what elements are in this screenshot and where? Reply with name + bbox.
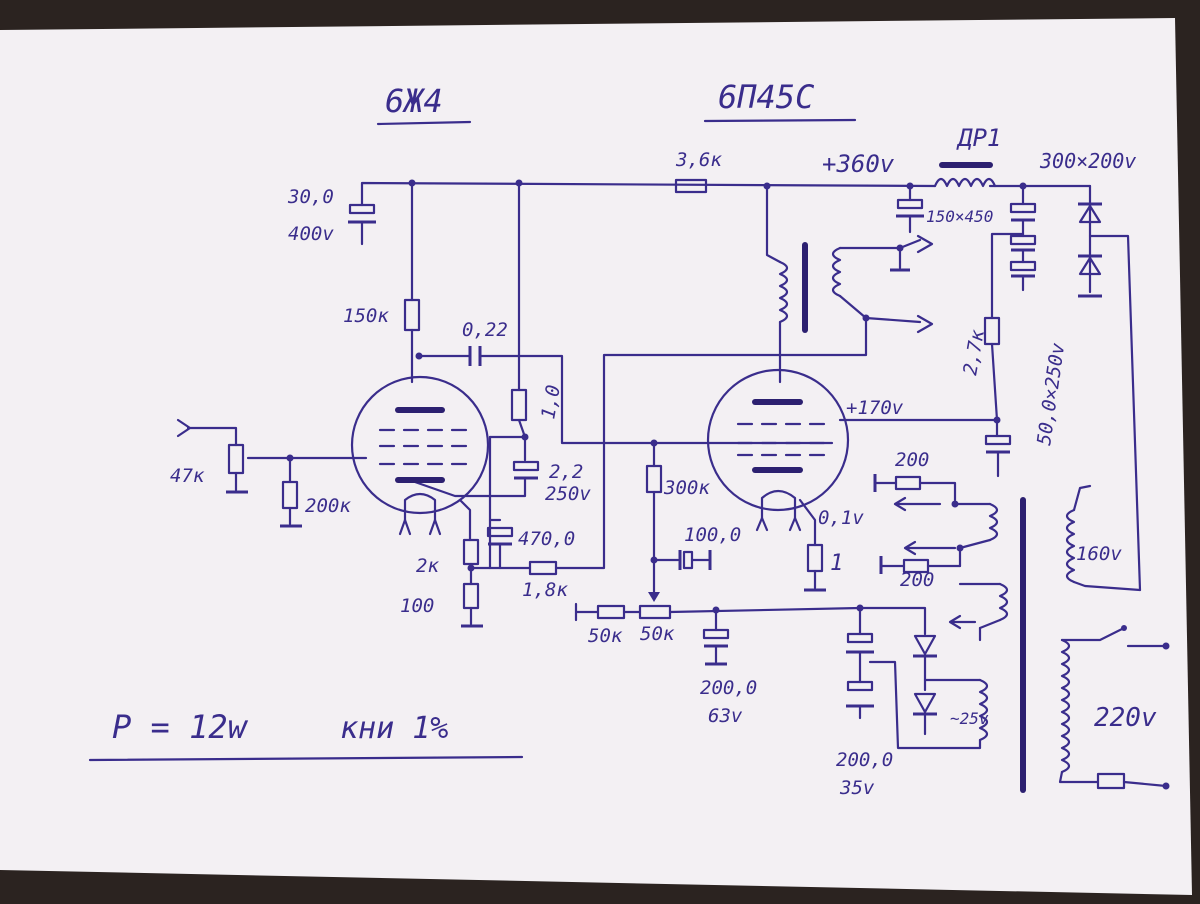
- input-jack: [176, 418, 238, 447]
- supply-caps-right: [990, 184, 1037, 320]
- label-cap-2-2-v: 250v: [545, 483, 591, 505]
- rectifier-diodes: [1078, 184, 1142, 592]
- label-cap-0-22: 0,22: [462, 319, 508, 341]
- label-dr1: ДР1: [956, 124, 1001, 152]
- label-r-1: 1: [830, 551, 843, 576]
- tube1-underline: [376, 120, 472, 126]
- choke-dr1: [933, 162, 997, 188]
- label-cap-470: 470,0: [518, 528, 575, 550]
- output-transformer: [765, 184, 934, 384]
- filament-network: [873, 474, 1009, 642]
- bias-supply: [846, 604, 989, 750]
- label-cap-150x450: 150×450: [926, 207, 993, 226]
- label-r-150k: 150к: [343, 305, 389, 327]
- capacitor-30uf: [348, 203, 376, 246]
- label-mains: 220v: [1094, 703, 1157, 733]
- label-r-200k: 200к: [305, 495, 351, 517]
- label-power: P = 12w: [112, 708, 249, 746]
- tube-6zh4: [350, 375, 490, 536]
- label-r-200-b: 200: [900, 569, 934, 591]
- label-r-1-8k: 1,8к: [522, 579, 568, 601]
- label-cap-200-b-v: 35v: [839, 777, 875, 799]
- tube2-underline: [703, 118, 857, 123]
- label-cap-30-v: 400v: [288, 223, 334, 245]
- label-r-160v: 160v: [1076, 543, 1122, 565]
- capacitor-200uf-63v: [702, 608, 730, 666]
- label-r-200-a: 200: [895, 449, 929, 471]
- label-cap-200-b: 200,0: [836, 749, 893, 771]
- label-r-50k-a: 50к: [588, 625, 623, 647]
- label-r-47k: 47к: [170, 465, 205, 487]
- label-tilde25: ~25v: [950, 709, 989, 728]
- label-r-01v: 0,1v: [818, 507, 864, 529]
- capacitor-150x450: [896, 184, 924, 234]
- label-cap-100: 100,0: [684, 524, 741, 546]
- tube2-title: 6П45С: [718, 78, 814, 116]
- label-r-3-6k: 3,6к: [675, 149, 722, 171]
- resistor-3-6k: [674, 178, 708, 194]
- label-r-100: 100: [400, 595, 434, 617]
- footer-underline: [88, 755, 524, 762]
- label-r-300k: 300к: [663, 477, 710, 499]
- label-transformer-hv: 300×200v: [1039, 149, 1136, 173]
- label-cap-30: 30,0: [287, 186, 334, 208]
- label-plus170: +170v: [846, 397, 904, 419]
- label-cap-200-a-v: 63v: [708, 705, 743, 727]
- label-r-2k: 2к: [416, 555, 439, 577]
- label-plus360: +360v: [822, 150, 895, 178]
- power-transformer-windings: [1058, 484, 1170, 790]
- label-cap-2-2: 2,2: [549, 461, 583, 483]
- tube-6p45s: [706, 368, 850, 532]
- capacitor-470uf: [486, 526, 514, 538]
- bplus-rail: [360, 179, 1092, 207]
- label-r-50k-b: 50к: [640, 623, 675, 645]
- paper-sheet: [0, 18, 1192, 895]
- label-cap-200-a: 200,0: [700, 677, 757, 699]
- tube1-title: 6Ж4: [385, 82, 443, 120]
- label-thd: кни 1%: [340, 711, 448, 746]
